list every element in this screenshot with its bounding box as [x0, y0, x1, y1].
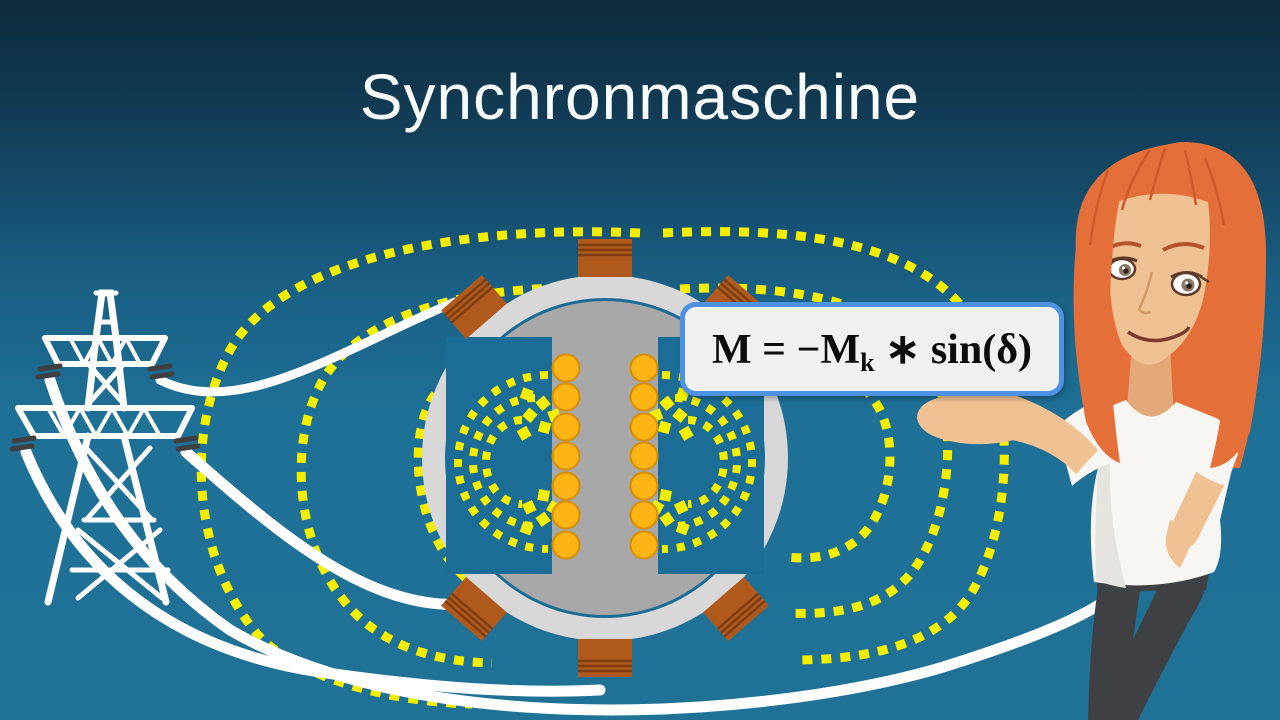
insulator [173, 435, 201, 452]
rotor-coil [629, 412, 659, 442]
rotor-coil [551, 382, 581, 412]
terminal-block [441, 576, 507, 642]
formula-subscript: k [860, 348, 875, 377]
rotor-coil [551, 441, 581, 471]
rotor-coil [629, 382, 659, 412]
hair-lock-right [1204, 174, 1266, 468]
hand-right [1165, 520, 1198, 568]
face [1108, 193, 1210, 365]
terminal-blocks [441, 239, 769, 677]
hair-lock-left [1073, 188, 1122, 463]
rotor-coil [551, 500, 581, 530]
rotor-winding-coils [551, 353, 659, 560]
tower-crossarm-lower [15, 405, 195, 439]
tower-body [44, 334, 171, 606]
hair-front [1073, 144, 1266, 468]
neck [1126, 345, 1174, 429]
power-cable [44, 374, 1120, 716]
power-cables [20, 297, 1120, 716]
field-arc [687, 416, 728, 508]
tshirt-shadow [1095, 462, 1126, 588]
tower-insulators [9, 363, 201, 452]
hair-strands [1088, 147, 1226, 246]
power-cable [180, 446, 474, 611]
formula-box: M = −Mk ∗ sin(δ) [680, 302, 1064, 396]
insulator [9, 435, 37, 452]
rotor-coil [551, 412, 581, 442]
rotor-coil [551, 353, 581, 383]
eye-right [1170, 271, 1210, 297]
rotor-coil [629, 471, 659, 501]
field-arc [454, 371, 549, 553]
rotor-coil [629, 500, 659, 530]
nose [1137, 271, 1154, 315]
rotor-coil [551, 530, 581, 560]
page-title: Synchronmaschine [359, 61, 921, 133]
terminal-block [703, 576, 769, 642]
field-line [701, 341, 895, 563]
presenter-character [917, 141, 1267, 720]
field-arc [482, 416, 523, 508]
leg-front [1100, 586, 1206, 720]
power-cable [20, 446, 606, 697]
formula-text: M = −Mk ∗ sin(δ) [712, 324, 1032, 377]
rotor-coil [629, 441, 659, 471]
terminal-block [578, 239, 632, 277]
field-line [679, 283, 953, 618]
insulator [147, 363, 175, 380]
transmission-tower-icon [9, 289, 201, 606]
formula-rest: ∗ sin(δ) [874, 327, 1032, 373]
field-line [196, 227, 641, 709]
power-cable [155, 297, 460, 397]
insulator [35, 363, 63, 380]
tower-crossarm-upper [42, 335, 168, 367]
leg-back [1088, 588, 1140, 720]
terminal-block [441, 274, 507, 340]
hand-left [917, 391, 1014, 445]
rotor-coil [629, 353, 659, 383]
tower-peak [92, 289, 120, 342]
rotor-coil [629, 530, 659, 560]
terminal-block [578, 639, 632, 677]
arm-left [1012, 394, 1098, 474]
mouth [1127, 326, 1191, 343]
eyebrow-right [1162, 242, 1205, 252]
formula-main: M = −M [712, 327, 861, 373]
rotor-coil [551, 471, 581, 501]
